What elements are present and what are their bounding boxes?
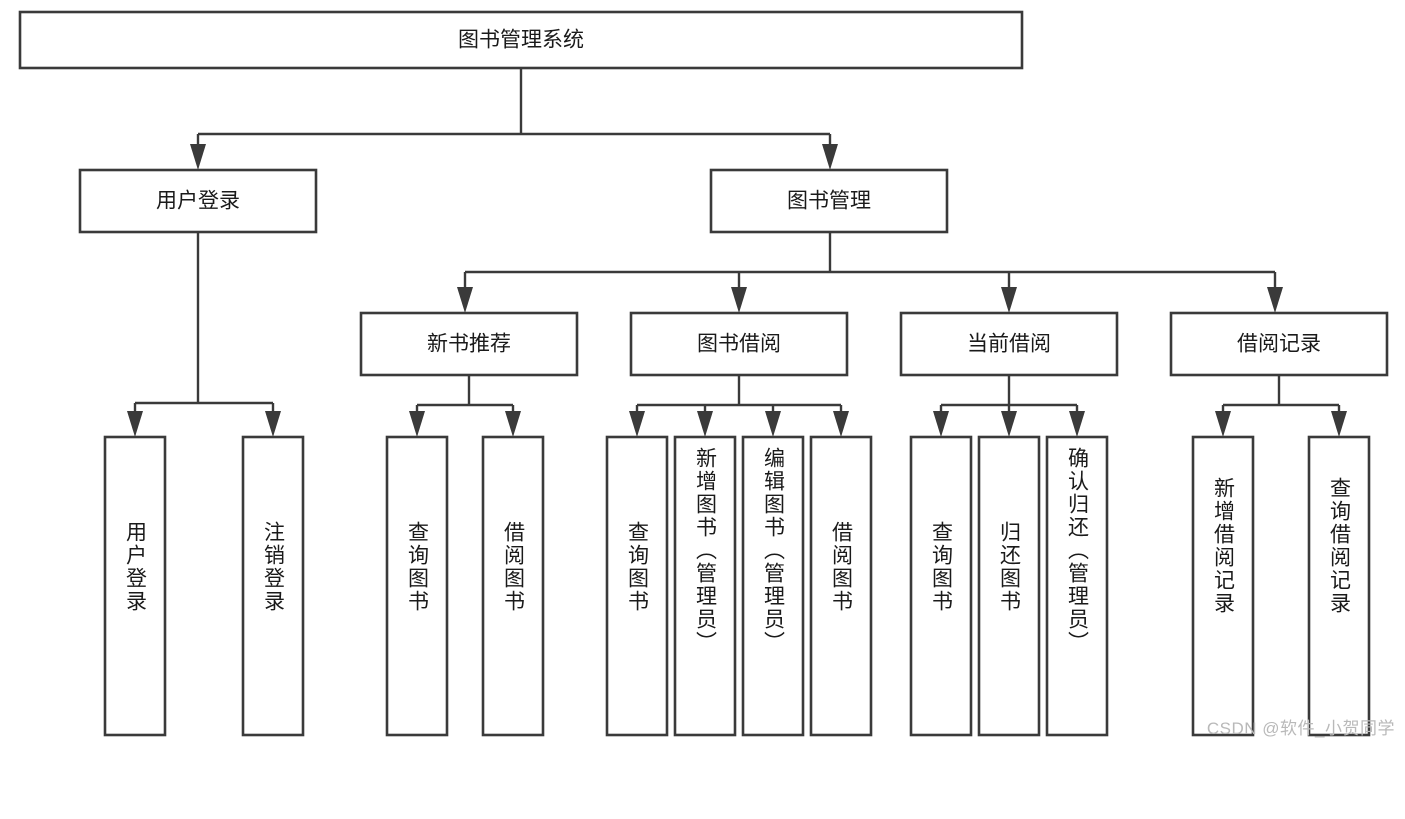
node-leaf-query-book-1-box[interactable] — [385, 435, 449, 737]
node-new-book-recommend[interactable]: 新书推荐 — [359, 311, 579, 377]
connector-book-management-to-level3 — [457, 232, 1283, 313]
arrow-head-leaf-add-record — [1215, 411, 1231, 437]
node-borrow-record[interactable]: 借阅记录 — [1169, 311, 1389, 377]
connector-new-book-recommend-to-leaves — [409, 375, 521, 437]
node-borrow-record-label: 借阅记录 — [1237, 333, 1321, 356]
node-leaf-query-record-box[interactable] — [1307, 435, 1371, 737]
arrow-head-user-login — [190, 144, 206, 170]
arrow-head-leaf-user-login — [127, 411, 143, 437]
node-user-login-box[interactable] — [78, 168, 318, 234]
arrow-head-leaf-edit-book — [765, 411, 781, 437]
node-book-borrow[interactable]: 图书借阅 — [629, 311, 849, 377]
arrow-head-leaf-query-record — [1331, 411, 1347, 437]
arrow-head-leaf-confirm-return — [1069, 411, 1085, 437]
connector-borrow-record-to-leaves — [1215, 375, 1347, 437]
arrow-head-book-borrow — [731, 287, 747, 313]
node-leaf-return-book-box[interactable] — [977, 435, 1041, 737]
node-root[interactable]: 图书管理系统 — [18, 10, 1024, 70]
hierarchy-diagram: 图书管理系统 用户登录 图书管理 新书推荐 图书借阅 当前借阅 借阅记录 — [18, 10, 1389, 737]
arrow-head-leaf-borrow-book-2 — [833, 411, 849, 437]
node-book-borrow-label: 图书借阅 — [697, 333, 781, 356]
arrow-head-leaf-return-book — [1001, 411, 1017, 437]
arrow-head-new-book-recommend — [457, 287, 473, 313]
csdn-watermark: CSDN @软件_小贺同学 — [1206, 719, 1395, 738]
node-leaf-edit-book-box[interactable] — [741, 435, 805, 737]
arrow-head-leaf-add-book — [697, 411, 713, 437]
node-root-label: 图书管理系统 — [458, 29, 584, 52]
connector-root-to-level2 — [190, 68, 838, 170]
node-leaf-query-book-3-box[interactable] — [909, 435, 973, 737]
node-leaf-user-login-box[interactable] — [103, 435, 167, 737]
connector-user-login-to-leaves — [127, 232, 281, 437]
node-borrow-record-box[interactable] — [1169, 311, 1389, 377]
node-book-management-label: 图书管理 — [787, 190, 871, 213]
node-leaf-add-record-box[interactable] — [1191, 435, 1255, 737]
node-leaf-confirm-return-box[interactable] — [1045, 435, 1109, 737]
node-leaf-add-book-box[interactable] — [673, 435, 737, 737]
connector-current-borrow-to-leaves — [933, 375, 1085, 437]
arrow-head-book-management — [822, 144, 838, 170]
node-leaf-borrow-book-2-box[interactable] — [809, 435, 873, 737]
node-user-login-label: 用户登录 — [156, 190, 240, 213]
diagram-canvas-root: 图书管理系统 用户登录 图书管理 新书推荐 图书借阅 当前借阅 借阅记录 — [18, 10, 1395, 738]
node-current-borrow-box[interactable] — [899, 311, 1119, 377]
node-leaf-logout-box[interactable] — [241, 435, 305, 737]
node-book-management[interactable]: 图书管理 — [709, 168, 949, 234]
arrow-head-leaf-query-book-3 — [933, 411, 949, 437]
arrow-head-current-borrow — [1001, 287, 1017, 313]
arrow-head-leaf-borrow-book-1 — [505, 411, 521, 437]
node-new-book-recommend-label: 新书推荐 — [427, 333, 511, 356]
arrow-head-leaf-query-book-1 — [409, 411, 425, 437]
node-current-borrow-label: 当前借阅 — [967, 333, 1051, 356]
arrow-head-borrow-record — [1267, 287, 1283, 313]
node-book-management-box[interactable] — [709, 168, 949, 234]
node-current-borrow[interactable]: 当前借阅 — [899, 311, 1119, 377]
arrow-head-leaf-logout — [265, 411, 281, 437]
node-new-book-recommend-box[interactable] — [359, 311, 579, 377]
node-leaf-query-book-2-box[interactable] — [605, 435, 669, 737]
node-user-login[interactable]: 用户登录 — [78, 168, 318, 234]
node-root-box[interactable] — [18, 10, 1024, 70]
arrow-head-leaf-query-book-2 — [629, 411, 645, 437]
node-leaf-borrow-book-1-box[interactable] — [481, 435, 545, 737]
connector-book-borrow-to-leaves — [629, 375, 849, 437]
node-book-borrow-box[interactable] — [629, 311, 849, 377]
